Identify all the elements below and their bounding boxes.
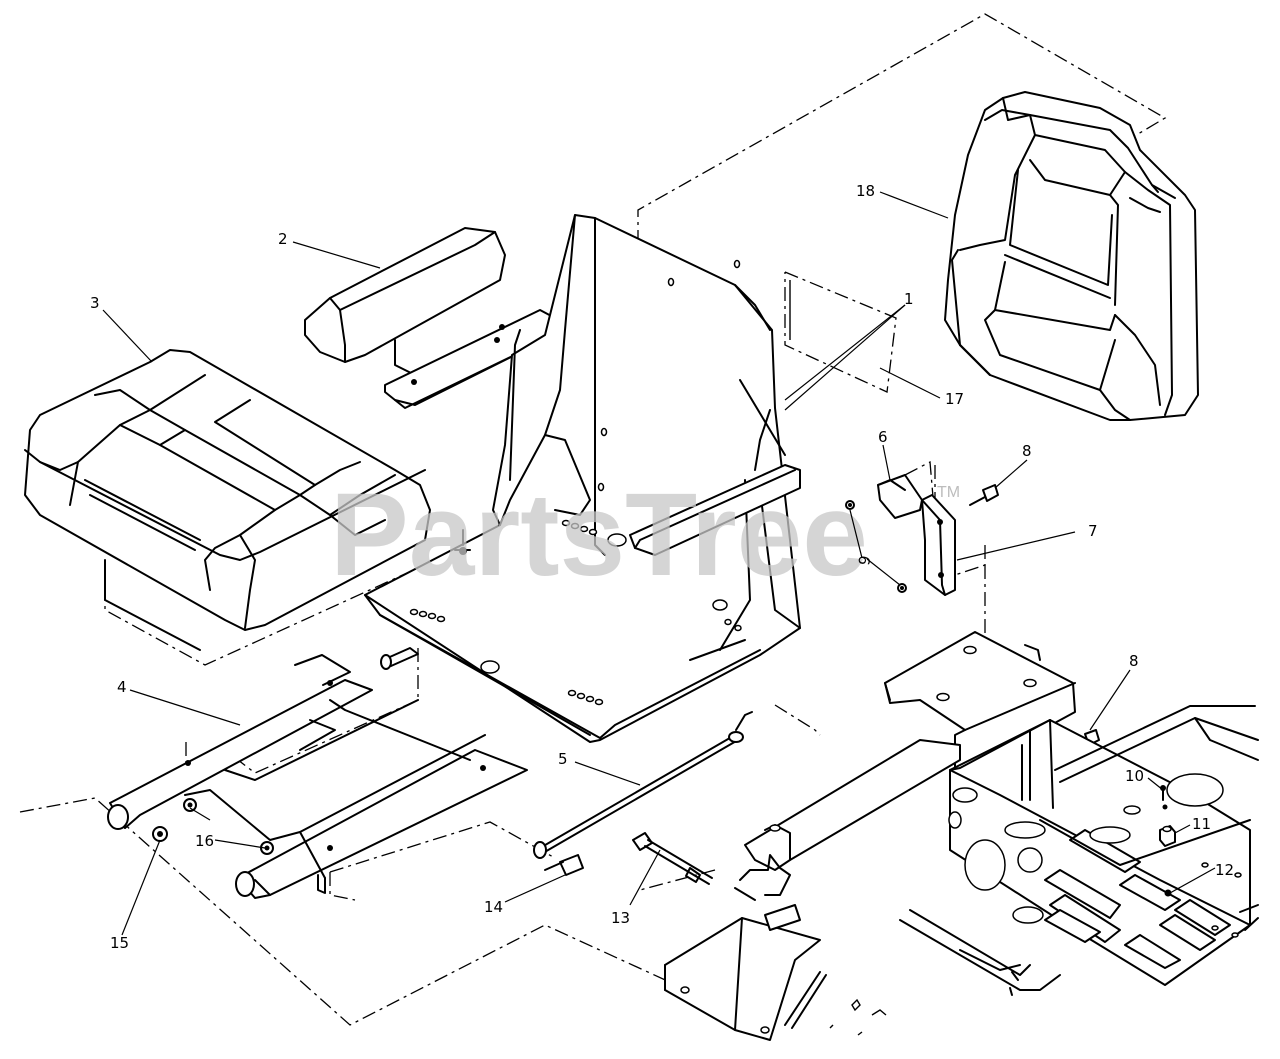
callout-3: 3 [90,294,100,312]
seat-pan-hole-row-front [567,689,604,706]
callout-14: 14 [484,898,503,916]
seat-cushion [24,349,431,651]
bolt-13 [632,832,713,885]
callout-16: 16 [195,832,214,850]
callout-leaders [102,191,1216,936]
callout-2: 2 [278,230,288,248]
seat-slide-rails [107,647,528,899]
screws-9 [845,500,907,593]
tractor-frame [744,631,1259,996]
callout-9: 9 [855,554,874,567]
armrest [304,227,556,409]
callout-10: 10 [1125,767,1144,785]
backrest [944,91,1199,421]
svg-text:TM: TM [937,484,960,501]
callout-17: 17 [945,390,964,408]
adjustment-rod [533,711,753,859]
callout-8-upper: 8 [1022,442,1032,460]
seat-pan-hole-row-left [409,608,446,623]
bolt-14 [544,854,584,876]
callout-1: 1 [904,290,914,308]
callout-labels: 1 2 3 4 5 6 7 8 8 9 10 11 12 13 14 15 16… [90,182,1234,952]
callout-5: 5 [558,750,568,768]
callout-7: 7 [1088,522,1098,540]
svg-text:PartsTree: PartsTree [330,469,868,601]
mounting-plate [921,494,956,596]
seat-frame [364,214,801,743]
lower-bracket [664,854,887,1041]
callout-4: 4 [117,678,127,696]
seat-pan-hole-row-center [561,519,598,536]
callout-15: 15 [110,934,129,952]
callout-8-lower: 8 [1129,652,1139,670]
callout-12: 12 [1215,861,1234,879]
callout-18: 18 [856,182,875,200]
partstree-watermark: PartsTree TM [330,469,960,601]
nuts-15-16 [152,798,274,855]
callout-13: 13 [611,909,630,927]
callout-11: 11 [1192,815,1211,833]
callout-6: 6 [878,428,888,446]
